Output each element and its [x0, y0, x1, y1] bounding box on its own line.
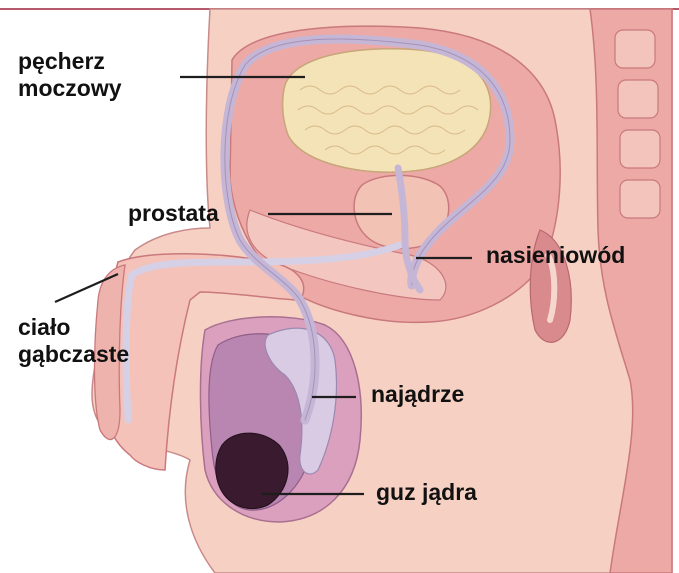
label-epididymis: najądrze — [371, 381, 464, 408]
label-testicular-tumor: guz jądra — [376, 479, 477, 506]
label-bladder: pęcherz moczowy — [18, 48, 122, 102]
tumor — [216, 433, 288, 508]
label-spongy-body-line2: gąbczaste — [18, 341, 129, 368]
bladder — [283, 49, 491, 172]
label-vas-deferens: nasieniowód — [486, 242, 625, 269]
label-prostate: prostata — [128, 200, 219, 227]
label-spongy-body-line1: ciało — [18, 314, 129, 341]
label-spongy-body: ciało gąbczaste — [18, 314, 129, 368]
label-bladder-line2: moczowy — [18, 75, 122, 102]
label-bladder-line1: pęcherz — [18, 48, 122, 75]
